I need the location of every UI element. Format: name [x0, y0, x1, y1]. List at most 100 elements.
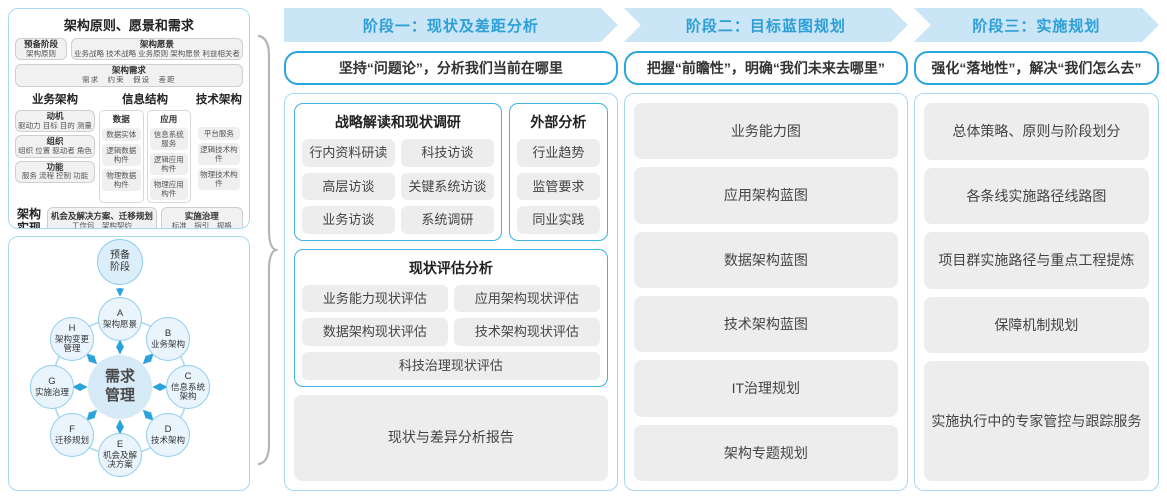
deliverable-item: 保障机制规划 [923, 296, 1149, 354]
cycle-node-e: E 机会及解决方案 [98, 433, 142, 477]
deliverable-item: IT治理规划 [633, 360, 898, 417]
vision-title: 架构愿景 [139, 39, 174, 49]
phase-3-header-banner: 阶段三：实施规划 [914, 8, 1159, 42]
application-item: 物理应用构件 [149, 177, 188, 200]
research-group-title: 战略解读和现状调研 [334, 114, 461, 130]
cycle-node-g: G 实施治理 [30, 365, 74, 409]
requirements-title: 架构需求 [111, 65, 146, 76]
prep-stage-node: 预备阶段 [97, 239, 143, 285]
cycle-node-d: D 技术架构 [146, 413, 190, 457]
evaluation-item: 应用架构现状评估 [453, 284, 600, 313]
research-group: 战略解读和现状调研 行内资料研读 科技访谈 高层访谈 关键系统访谈 业务访谈 系… [293, 103, 502, 241]
cycle-node-f: F 迁移规划 [50, 413, 94, 457]
data-item: 物理数据构件 [102, 168, 141, 191]
architecture-realization-row: 架构实现 机会及解决方案、迁移规划 工作包 架构契约 实施治理 标准 指引 规格 [15, 206, 243, 229]
requirements-management-hub: 需求管理 [88, 355, 152, 419]
motivation-box: 动机 驱动力 目标 目的 测量 [15, 109, 95, 133]
opportunities-migration-box: 机会及解决方案、迁移规划 工作包 架构契约 [47, 206, 157, 228]
external-analysis-group: 外部分析 行业趋势 监管要求 同业实践 [508, 103, 608, 241]
double-arrow [86, 409, 98, 421]
left-column: 架构原则、愿景和需求 预备阶段 架构原则 架构愿景 业务战略 技术战略 业务原则… [8, 8, 250, 491]
prep-stage-box: 预备阶段 架构原则 [15, 38, 67, 61]
phase-2-subtitle: 把握“前瞻性”，明确“我们未来去哪里” [623, 51, 908, 85]
deliverable-item: 技术架构蓝图 [633, 295, 898, 353]
phase-2-header-banner: 阶段二：目标蓝图规划 [624, 8, 908, 42]
curly-brace [256, 8, 278, 491]
deliverable-item-tall: 实施执行中的专家管控与跟踪服务 [923, 361, 1149, 482]
implementation-governance-box: 实施治理 标准 指引 规格 [160, 206, 243, 228]
phase-1-header-text: 阶段一：现状及差距分析 [362, 17, 539, 35]
phase-3-content: 总体策略、原则与阶段划分 各条线实施路径线路图 项目群实施路径与重点工程提炼 保… [913, 93, 1159, 491]
double-arrow [86, 353, 98, 365]
cycle-node-h: H 架构变更管理 [50, 317, 94, 361]
evaluation-group-title: 现状评估分析 [408, 259, 493, 276]
research-item: 系统调研 [400, 206, 494, 234]
phase-1-column: 阶段一：现状及差距分析 坚持“问题论”，分析我们当前在哪里 战略解读和现状调研 … [283, 8, 618, 491]
deliverable-item: 架构专题规划 [633, 424, 898, 481]
phase-3-column: 阶段三：实施规划 强化“落地性”，解决“我们怎么去” 总体策略、原则与阶段划分 … [913, 8, 1159, 491]
phase-2-content: 业务能力图 应用架构蓝图 数据架构蓝图 技术架构蓝图 IT治理规划 架构专题规划 [623, 93, 908, 491]
phase-1-subtitle: 坚持“问题论”，分析我们当前在哪里 [283, 51, 618, 85]
phase-1-content: 战略解读和现状调研 行内资料研读 科技访谈 高层访谈 关键系统访谈 业务访谈 系… [283, 93, 618, 491]
phase-2-header-text: 阶段二：目标蓝图规划 [685, 17, 846, 35]
external-item: 同业实践 [516, 206, 600, 234]
double-arrow [142, 353, 154, 365]
application-group: 应用 信息系统服务 逻辑应用构件 物理应用构件 [146, 109, 191, 203]
business-architecture-column: 业务架构 动机 驱动力 目标 目的 测量 组织 组织 位置 驱动者 角色 功能 … [15, 91, 95, 203]
data-item: 逻辑数据构件 [102, 143, 141, 166]
evaluation-item-full: 科技治理现状评估 [301, 351, 600, 380]
phase-3-header-text: 阶段三：实施规划 [972, 17, 1101, 35]
deliverable-item: 项目群实施路径与重点工程提炼 [923, 232, 1149, 289]
evaluation-group: 现状评估分析 业务能力现状评估 应用架构现状评估 数据架构现状评估 技术架构现状… [293, 248, 608, 387]
deliverable-item: 各条线实施路径线路图 [923, 167, 1149, 225]
requirements-sub: 需求 约束 假设 差距 [82, 76, 176, 85]
data-item: 数据实体 [102, 127, 141, 141]
technology-architecture-header: 技术架构 [195, 93, 242, 106]
realization-label: 架构实现 [16, 206, 41, 229]
information-structure-column: 信息结构 数据 数据实体 逻辑数据构件 物理数据构件 应用 信息系统服务 逻辑应… [99, 91, 191, 203]
research-item: 高层访谈 [301, 172, 395, 201]
business-architecture-header: 业务架构 [32, 93, 78, 106]
external-item: 监管要求 [516, 172, 600, 201]
technology-item: 逻辑技术构件 [198, 142, 240, 165]
data-group: 数据 数据实体 逻辑数据构件 物理数据构件 [99, 109, 144, 203]
evaluation-item: 数据架构现状评估 [301, 318, 448, 346]
prep-vision-row: 预备阶段 架构原则 架构愿景 业务战略 技术战略 业务原则 架构愿景 利益相关者 [15, 38, 243, 61]
evaluation-item: 技术架构现状评估 [453, 318, 600, 346]
prep-stage-sub: 架构原则 [26, 49, 56, 58]
deliverable-item: 业务能力图 [633, 103, 898, 160]
application-item: 信息系统服务 [149, 127, 188, 150]
phase-1-header-banner: 阶段一：现状及差距分析 [284, 8, 618, 42]
information-structure-header: 信息结构 [122, 93, 168, 106]
vision-sub: 业务战略 技术战略 业务原则 架构愿景 利益相关者 [74, 49, 240, 58]
research-item: 业务访谈 [301, 206, 395, 234]
application-item: 逻辑应用构件 [149, 152, 188, 175]
research-item: 科技访谈 [400, 139, 494, 167]
evaluation-item: 业务能力现状评估 [301, 284, 448, 313]
deliverable-item: 应用架构蓝图 [633, 167, 898, 224]
vision-box: 架构愿景 业务战略 技术战略 业务原则 架构愿景 利益相关者 [71, 38, 243, 61]
cycle-node-a: A 架构愿景 [98, 297, 142, 341]
research-item: 行内资料研读 [301, 139, 395, 167]
adm-cycle-panel: 预备阶段 A 架构愿景 B 业务架构 C 信息系统架构 D 技术架构 [8, 236, 250, 491]
organization-box: 组织 组织 位置 驱动者 角色 [15, 135, 95, 158]
principles-title: 架构原则、愿景和需求 [63, 18, 194, 33]
deliverable-item: 总体策略、原则与阶段划分 [923, 103, 1149, 160]
cycle-node-c: C 信息系统架构 [166, 365, 210, 409]
technology-architecture-column: 技术架构 平台服务 逻辑技术构件 物理技术构件 [195, 91, 243, 203]
phase-2-column: 阶段二：目标蓝图规划 把握“前瞻性”，明确“我们未来去哪里” 业务能力图 应用架… [623, 8, 908, 491]
function-box: 功能 服务 流程 控制 功能 [15, 160, 95, 183]
phase-3-subtitle: 强化“落地性”，解决“我们怎么去” [913, 51, 1159, 85]
prep-stage-title: 预备阶段 [23, 39, 58, 49]
double-arrow [142, 409, 154, 421]
cycle-node-b: B 业务架构 [146, 317, 190, 361]
deliverable-item: 数据架构蓝图 [633, 231, 898, 288]
technology-item: 物理技术构件 [198, 167, 240, 190]
curly-brace-graphic [257, 34, 278, 465]
architecture-columns: 业务架构 动机 驱动力 目标 目的 测量 组织 组织 位置 驱动者 角色 功能 … [15, 91, 243, 203]
architecture-principles-panel: 架构原则、愿景和需求 预备阶段 架构原则 架构愿景 业务战略 技术战略 业务原则… [8, 8, 250, 229]
external-item: 行业趋势 [516, 139, 600, 167]
research-item: 关键系统访谈 [400, 172, 494, 201]
requirements-box: 架构需求 需求 约束 假设 差距 [15, 64, 243, 87]
